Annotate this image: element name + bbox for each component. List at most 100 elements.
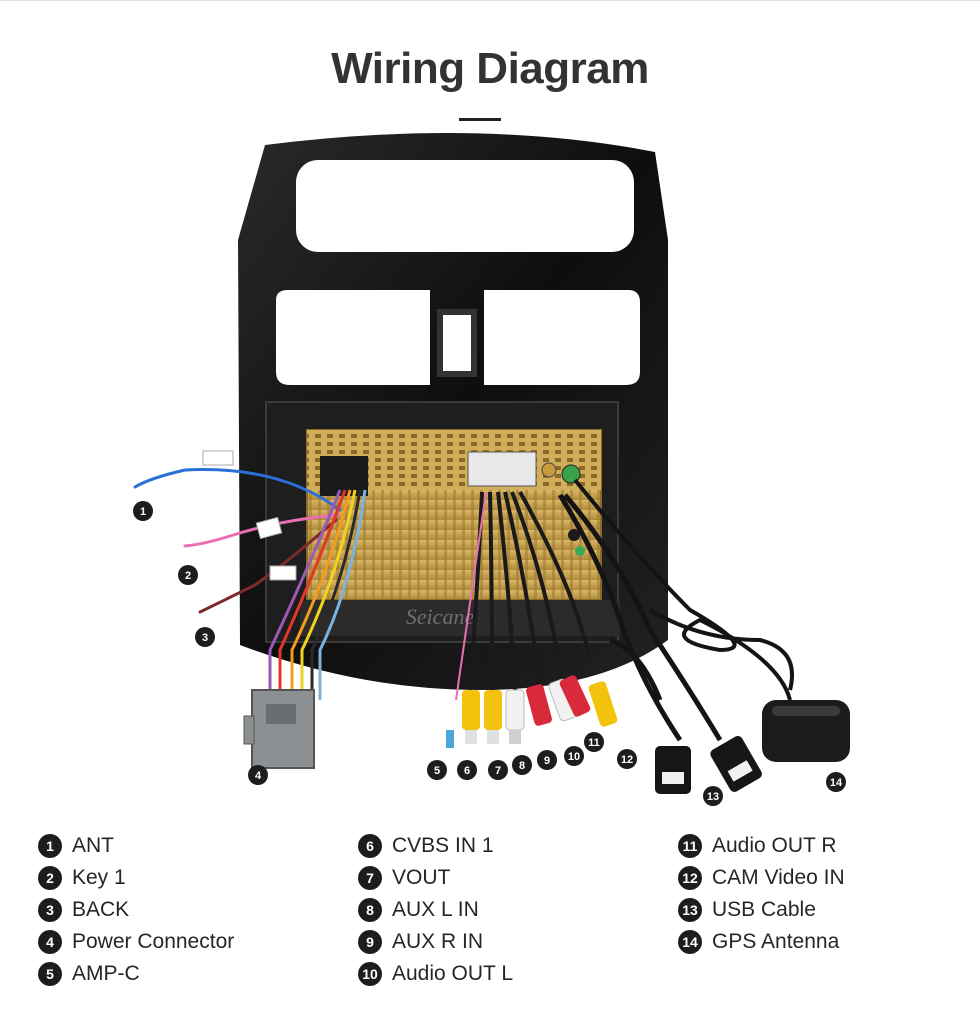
legend-item-aux-r-in: 9 AUX R IN [358, 926, 513, 958]
legend-item-ant: 1 ANT [38, 830, 234, 862]
av-port [467, 451, 537, 487]
legend-label: CVBS IN 1 [392, 834, 494, 857]
rca-aux-l-white [505, 689, 525, 744]
svg-text:1: 1 [140, 506, 146, 518]
legend-label: AMP-C [72, 962, 140, 985]
top-divider [0, 0, 980, 1]
legend-item-usb-cable: 13 USB Cable [678, 894, 845, 926]
brand-watermark: Seicane [406, 604, 475, 629]
legend-label: ANT [72, 834, 114, 857]
legend-label: GPS Antenna [712, 930, 840, 953]
svg-text:4: 4 [255, 770, 262, 782]
legend-label: Power Connector [72, 930, 235, 953]
svg-text:2: 2 [185, 570, 191, 582]
callout-10: 10 [564, 746, 584, 766]
svg-text:12: 12 [621, 754, 633, 766]
legend-number: 4 [38, 930, 62, 954]
gps-antenna [573, 478, 850, 762]
legend-number: 10 [358, 962, 382, 986]
legend-label: CAM Video IN [712, 866, 845, 889]
power-harness [268, 489, 367, 700]
legend-item-audio-out-r: 11 Audio OUT R [678, 830, 845, 862]
rca-plugs [446, 675, 618, 748]
legend-number: 11 [678, 834, 702, 858]
legend-item-key1: 2 Key 1 [38, 862, 234, 894]
legend-number: 13 [678, 898, 702, 922]
legend-label: Key 1 [72, 866, 126, 889]
svg-text:8: 8 [519, 760, 525, 772]
legend-number: 14 [678, 930, 702, 954]
legend-item-aux-l-in: 8 AUX L IN [358, 894, 513, 926]
svg-text:13: 13 [707, 791, 719, 803]
rca-aux-r-red [526, 684, 552, 726]
svg-text:3: 3 [202, 632, 208, 644]
legend-number: 2 [38, 866, 62, 890]
rca-cam-video-in-yellow [588, 681, 618, 727]
legend-number: 12 [678, 866, 702, 890]
left-wires [133, 450, 342, 614]
callout-11: 11 [584, 732, 604, 752]
callout-9: 9 [537, 750, 557, 770]
head-unit-chassis: Seicane [300, 429, 620, 636]
power-port [320, 456, 368, 496]
page-title: Wiring Diagram [331, 44, 649, 93]
rca-audio-out-r-red [559, 675, 591, 717]
av-bundle [455, 491, 592, 701]
legend-number: 3 [38, 898, 62, 922]
callout-6: 6 [457, 760, 477, 780]
svg-text:6: 6 [464, 765, 470, 777]
gps-port [561, 464, 581, 484]
title-underline [459, 118, 501, 121]
callout-4: 4 [248, 765, 268, 785]
legend-item-cam-video-in: 12 CAM Video IN [678, 862, 845, 894]
legend-label: AUX R IN [392, 930, 484, 953]
legend-label: Audio OUT R [712, 834, 837, 857]
amp-c-wire-end [446, 730, 454, 748]
legend-item-gps-antenna: 14 GPS Antenna [678, 926, 845, 958]
callout-1: 1 [133, 501, 153, 521]
callout-2: 2 [178, 565, 198, 585]
usb-connector-1 [655, 746, 691, 794]
callout-8: 8 [512, 755, 532, 775]
callout-13: 13 [703, 786, 723, 806]
svg-text:14: 14 [830, 777, 843, 789]
usb-connector-2 [710, 736, 762, 792]
svg-text:11: 11 [588, 737, 600, 749]
legend-item-audio-out-l: 10 Audio OUT L [358, 958, 513, 990]
usb-cables [557, 493, 723, 742]
callout-badges: 1 2 3 4 5 6 7 8 9 10 11 12 13 14 [133, 501, 846, 806]
legend-item-cvbs-in-1: 6 CVBS IN 1 [358, 830, 513, 862]
legend-label: USB Cable [712, 898, 816, 921]
legend-item-power-connector: 4 Power Connector [38, 926, 234, 958]
legend-number: 7 [358, 866, 382, 890]
radio-antenna-port [541, 462, 557, 478]
upper-vent-opening [296, 160, 634, 252]
callout-14: 14 [826, 772, 846, 792]
legend-number: 9 [358, 930, 382, 954]
legend-number: 6 [358, 834, 382, 858]
wiring-diagram-illustration: Seicane [133, 133, 850, 806]
right-opening [484, 290, 640, 385]
legend-label: VOUT [392, 866, 451, 889]
rca-cvbs-in-yellow [462, 690, 480, 744]
center-clip [437, 309, 477, 377]
callout-5: 5 [427, 760, 447, 780]
svg-text:5: 5 [434, 765, 440, 777]
power-connector [243, 689, 315, 769]
svg-text:9: 9 [544, 755, 550, 767]
legend-number: 1 [38, 834, 62, 858]
left-opening [276, 290, 430, 385]
legend-label: Audio OUT L [392, 962, 514, 985]
legend-label: BACK [72, 898, 130, 921]
callout-7: 7 [488, 760, 508, 780]
legend-label: AUX L IN [392, 898, 479, 921]
svg-text:7: 7 [495, 765, 501, 777]
legend-number: 8 [358, 898, 382, 922]
legend-item-vout: 7 VOUT [358, 862, 513, 894]
legend-column-2: 6 CVBS IN 1 7 VOUT 8 AUX L IN 9 AUX R IN 10 A… [358, 830, 513, 990]
callout-12: 12 [617, 749, 637, 769]
rca-vout-yellow [484, 690, 502, 744]
svg-text:10: 10 [568, 751, 580, 763]
